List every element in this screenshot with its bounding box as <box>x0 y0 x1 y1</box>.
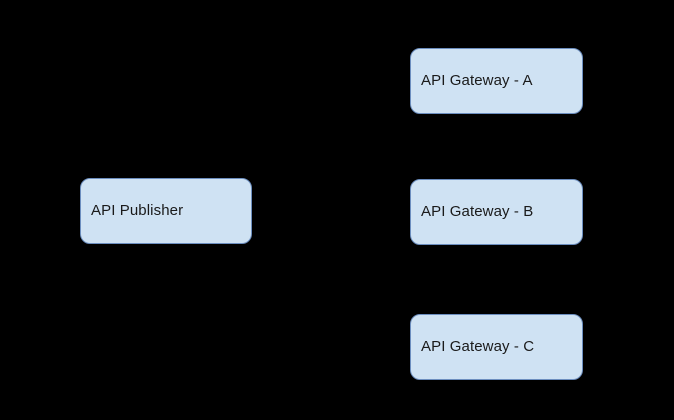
node-api-gateway-c[interactable]: API Gateway - C <box>410 314 583 380</box>
node-api-publisher[interactable]: API Publisher <box>80 178 252 244</box>
node-api-gateway-a[interactable]: API Gateway - A <box>410 48 583 114</box>
node-label-api-gateway-b: API Gateway - B <box>421 203 534 220</box>
node-label-api-publisher: API Publisher <box>91 202 184 219</box>
node-api-gateway-b[interactable]: API Gateway - B <box>410 179 583 245</box>
node-label-api-gateway-a: API Gateway - A <box>421 72 533 89</box>
node-label-api-gateway-c: API Gateway - C <box>421 338 535 355</box>
